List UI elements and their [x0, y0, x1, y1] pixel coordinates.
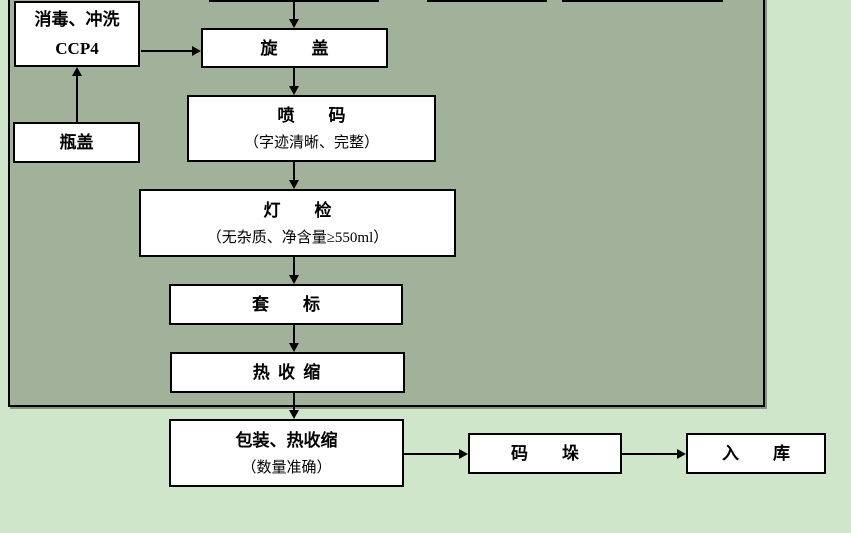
flow-box-heat-shrink: 热 收 缩 [170, 352, 405, 393]
flow-box-light-inspection: 灯 检 （无杂质、净含量≥550ml） [139, 189, 456, 257]
arrow-disinfect-to-capping [141, 46, 201, 56]
arrow-capping-to-coding [289, 68, 299, 95]
flow-box-packing: 包装、热收缩 （数量准确） [169, 419, 404, 487]
flow-box-ink-coding: 喷 码 （字迹清晰、完整） [187, 95, 436, 162]
flow-box-title: 消毒、冲洗 [34, 10, 120, 29]
cutoff-box-top-2 [427, 0, 547, 2]
flow-box-title: CCP4 [55, 39, 99, 58]
flow-box-note: （数量准确） [241, 459, 332, 476]
cutoff-box-top-3 [562, 0, 723, 2]
flow-box-title: 套 标 [252, 295, 320, 314]
arrow-labeling-to-heatshrink [289, 324, 299, 352]
flow-box-title: 热 收 缩 [252, 363, 323, 382]
flow-box-capping: 旋 盖 [201, 28, 388, 68]
flow-box-title: 入 库 [722, 444, 790, 463]
flow-box-title: 旋 盖 [260, 38, 329, 58]
arrow-packing-to-palletizing [403, 449, 468, 459]
arrow-palletizing-to-warehousing [621, 449, 686, 459]
flow-box-warehousing: 入 库 [686, 433, 826, 474]
arrow-coding-to-inspection [289, 161, 299, 189]
arrow-upstream-to-capping [289, 2, 299, 28]
arrow-heatshrink-to-packing [289, 392, 299, 419]
flow-box-title: 灯 检 [263, 200, 332, 220]
flow-box-title: 瓶盖 [59, 133, 94, 152]
flow-box-title: 喷 码 [277, 106, 346, 125]
flow-box-bottle-cap: 瓶盖 [13, 122, 140, 163]
flow-box-note: （字迹清晰、完整） [243, 135, 379, 151]
flow-box-disinfect-rinse-ccp4: 消毒、冲洗 CCP4 [14, 1, 140, 67]
arrow-bottlecap-to-disinfect [72, 67, 82, 122]
cutoff-box-top-1 [209, 0, 379, 2]
flow-box-title: 码 垛 [511, 444, 579, 463]
flow-box-title: 包装、热收缩 [235, 430, 338, 450]
flow-box-sleeve-labeling: 套 标 [169, 284, 403, 325]
arrow-inspection-to-labeling [289, 256, 299, 284]
flow-box-note: （无杂质、净含量≥550ml） [206, 229, 389, 246]
flow-box-palletizing: 码 垛 [468, 433, 622, 474]
